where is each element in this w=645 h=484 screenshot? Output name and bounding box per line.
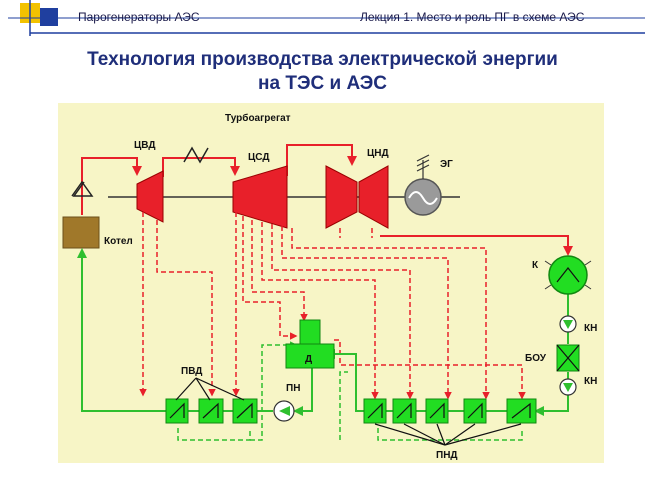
label-leaders	[175, 377, 522, 446]
label-turbine-unit: Турбоагрегат	[225, 112, 291, 124]
label-deaerator: Д	[305, 354, 312, 365]
reheater-zigzag	[183, 146, 209, 164]
hp-heater	[232, 398, 258, 424]
drain-lines	[177, 341, 523, 441]
generator-icon	[404, 154, 442, 216]
header-lecture-title: Лекция 1. Место и роль ПГ в схеме АЭС	[360, 10, 585, 24]
title-line-2: на ТЭС и АЭС	[258, 73, 387, 94]
label-condensate-pump-1: КН	[584, 323, 597, 334]
extraction-lines	[139, 212, 526, 400]
label-condenser: К	[532, 260, 539, 271]
condenser-icon	[544, 255, 592, 295]
label-desalination-unit: БОУ	[525, 353, 547, 364]
water-lines	[77, 248, 569, 416]
page-title: Технология производства электрической эн…	[0, 48, 645, 96]
blue-square	[40, 8, 58, 26]
lp-heater	[392, 398, 417, 424]
lp-heater-group	[363, 398, 537, 424]
lp-heater	[463, 398, 487, 424]
header-course-title: Парогенераторы АЭС	[78, 10, 200, 24]
header-decoration	[8, 0, 645, 36]
lp-cylinder-right	[358, 165, 389, 229]
label-feed-pump: ПН	[286, 383, 300, 394]
title-line-1: Технология производства электрической эн…	[87, 49, 558, 70]
label-condensate-pump-2: КН	[584, 376, 597, 387]
lp-heater	[363, 398, 387, 424]
condensate-pump-1-icon	[559, 315, 577, 333]
boiler	[62, 216, 100, 249]
deaerator	[285, 319, 335, 369]
lp-cylinder-left	[325, 165, 358, 229]
label-lp-cylinder: ЦНД	[367, 148, 389, 159]
label-boiler: Котел	[104, 236, 133, 247]
hp-heater	[198, 398, 224, 424]
hp-heater	[165, 398, 189, 424]
label-generator: ЭГ	[440, 159, 453, 170]
feed-pump-icon	[273, 400, 295, 422]
lp-heater	[425, 398, 449, 424]
label-lp-heaters: ПНД	[436, 450, 458, 461]
hp-cylinder	[136, 170, 164, 223]
label-hp-cylinder: ЦВД	[134, 140, 156, 151]
ip-cylinder	[232, 165, 288, 229]
desalination-unit	[556, 344, 580, 372]
label-hp-heaters: ПВД	[181, 366, 202, 377]
label-ip-cylinder: ЦСД	[248, 152, 270, 163]
boiler-zigzag	[71, 180, 94, 197]
steam-lines	[81, 144, 573, 256]
hp-heater-group	[165, 398, 258, 424]
lp-heater	[506, 398, 537, 424]
slide-header: Парогенераторы АЭС Лекция 1. Место и рол…	[0, 0, 645, 36]
condensate-pump-2-icon	[559, 378, 577, 396]
